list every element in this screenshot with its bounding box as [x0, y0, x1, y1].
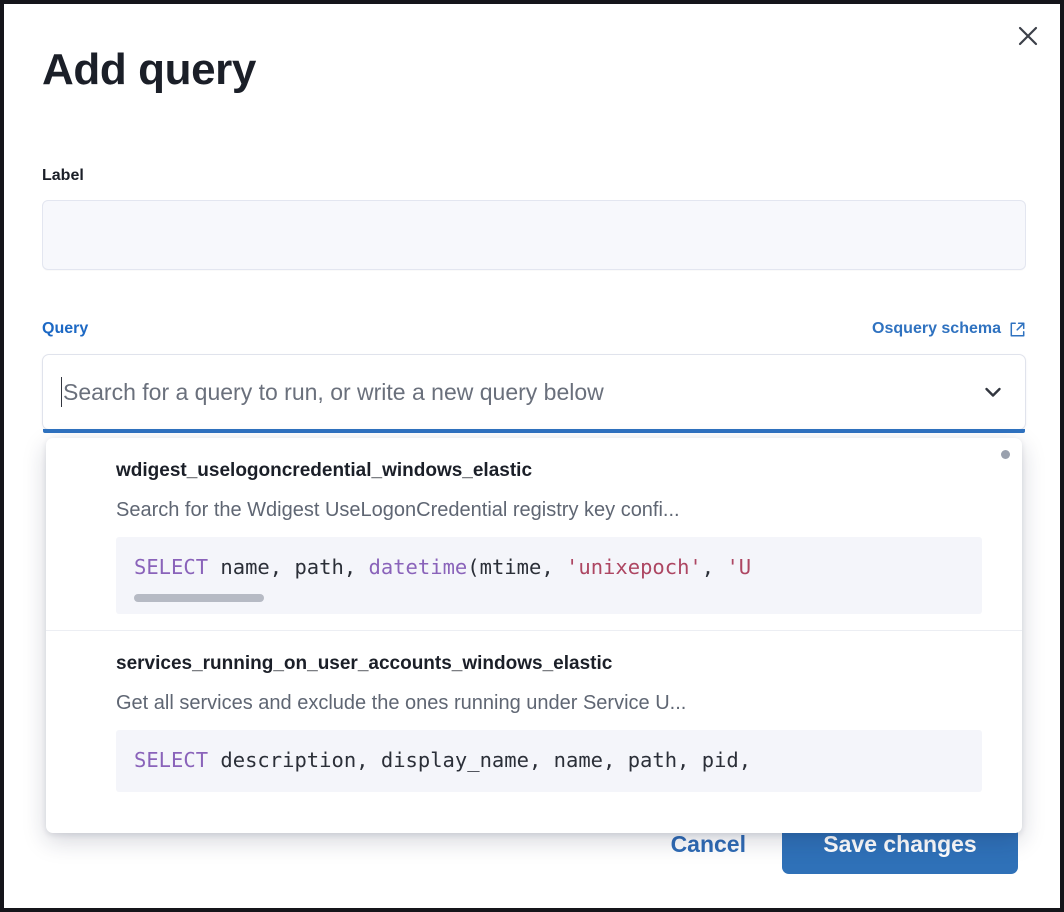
- sql-token-kw: SELECT: [134, 748, 209, 773]
- sql-token-txt: (mtime,: [467, 554, 567, 579]
- query-option-description: Get all services and exclude the ones ru…: [116, 692, 687, 715]
- osquery-schema-link-label: Osquery schema: [872, 320, 1001, 337]
- query-option-title: wdigest_uselogoncredential_windows_elast…: [116, 460, 533, 481]
- osquery-schema-link[interactable]: Osquery schema: [872, 320, 1026, 338]
- query-option-sql[interactable]: SELECT description, display_name, name, …: [116, 730, 982, 792]
- sql-token-txt: name, path,: [208, 554, 369, 579]
- sql-token-fn: datetime: [368, 554, 468, 579]
- query-option-list: wdigest_uselogoncredential_windows_elast…: [46, 438, 1022, 808]
- cancel-button[interactable]: Cancel: [661, 823, 756, 866]
- query-option-sql[interactable]: SELECT name, path, datetime(mtime, 'unix…: [116, 536, 982, 615]
- query-option-title: services_running_on_user_accounts_window…: [116, 653, 613, 675]
- text-caret: [61, 377, 62, 407]
- sql-token-str: 'U: [726, 554, 752, 579]
- close-icon: [1015, 23, 1041, 49]
- query-field-group: Query Osquery schema: [42, 318, 1026, 433]
- query-field-label[interactable]: Query: [42, 320, 89, 337]
- sql-horizontal-scrollbar[interactable]: [134, 580, 982, 614]
- label-field-group: Label: [42, 167, 1026, 270]
- query-search-input[interactable]: [63, 372, 975, 412]
- page-title: Add query: [42, 45, 256, 94]
- sql-token-txt: description, display_name, name, path, p…: [208, 748, 752, 773]
- close-button[interactable]: [1006, 14, 1050, 58]
- query-label-row: Query Osquery schema: [42, 318, 1026, 340]
- query-option[interactable]: services_running_on_user_accounts_window…: [46, 630, 1022, 807]
- label-field-label: Label: [42, 167, 84, 184]
- sql-token-kw: SELECT: [134, 554, 209, 579]
- sql-token-str: 'unixepoch': [566, 554, 702, 579]
- sql-code-line: SELECT description, display_name, name, …: [134, 748, 982, 774]
- query-combobox[interactable]: [42, 354, 1026, 433]
- query-suggestions-dropdown: wdigest_uselogoncredential_windows_elast…: [46, 438, 1022, 833]
- sql-token-txt: ,: [701, 554, 727, 579]
- chevron-down-icon[interactable]: [975, 374, 1011, 410]
- sql-scrollbar-thumb[interactable]: [134, 594, 264, 603]
- dropdown-scrollbar-thumb[interactable]: [1001, 450, 1010, 459]
- query-option[interactable]: wdigest_uselogoncredential_windows_elast…: [46, 438, 1022, 630]
- external-link-icon: [1009, 321, 1026, 338]
- label-input[interactable]: [42, 200, 1026, 270]
- sql-code-line: SELECT name, path, datetime(mtime, 'unix…: [134, 555, 982, 581]
- query-option-description: Search for the Wdigest UseLogonCredentia…: [116, 498, 680, 521]
